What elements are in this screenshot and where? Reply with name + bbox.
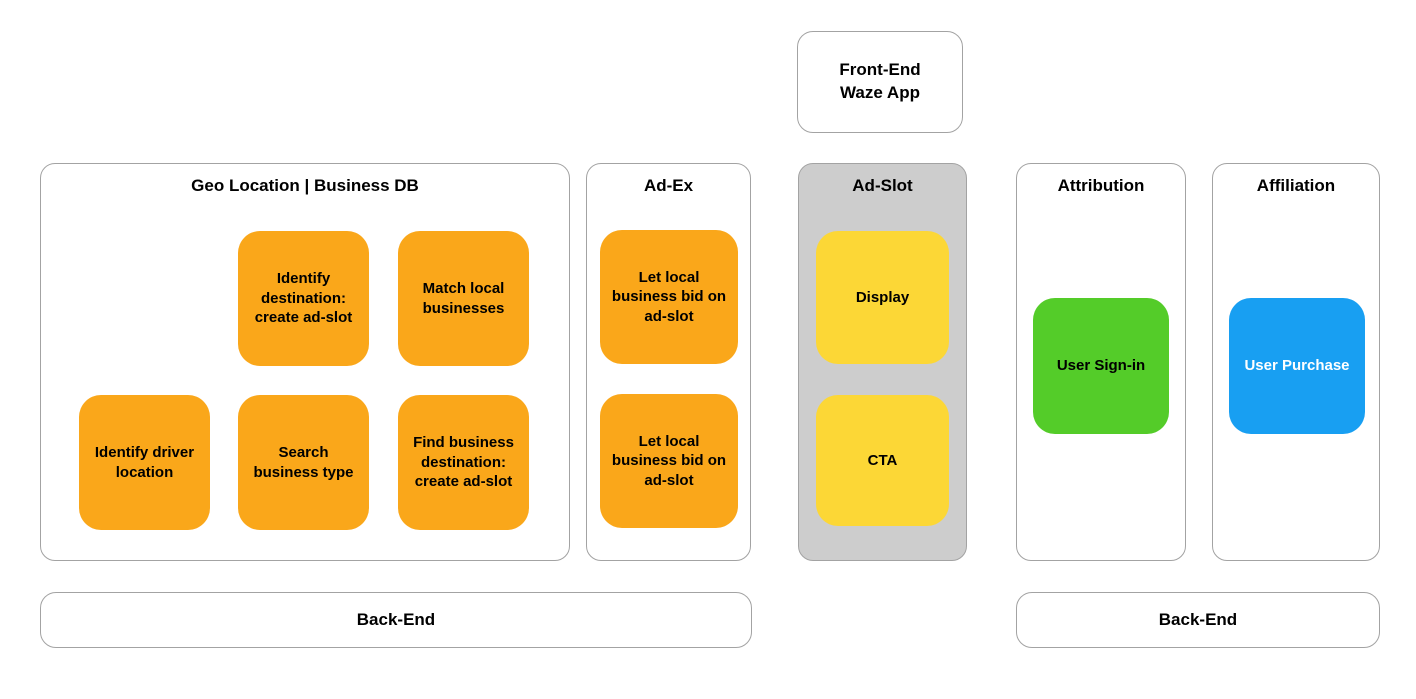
node-identify-driver-location: Identify driver location: [79, 395, 210, 530]
panel-affiliation-title: Affiliation: [1256, 176, 1336, 195]
node-let-local-business-bid-on-ad-slot-1: Let local business bid on ad-slot: [600, 230, 738, 364]
backend-bar-left: Back-End: [40, 592, 752, 648]
node-cta: CTA: [816, 395, 949, 526]
node-match-local-businesses: Match local businesses: [398, 231, 529, 366]
node-find-business-destination-create-ad-slot: Find business destination: create ad-slo…: [398, 395, 529, 530]
front-end-waze-app-node: Front-End Waze App: [797, 31, 963, 133]
panel-geo-title: Geo Location | Business DB: [191, 176, 419, 195]
node-display: Display: [816, 231, 949, 364]
panel-ad-slot-title: Ad-Slot: [852, 176, 913, 195]
node-user-sign-in: User Sign-in: [1033, 298, 1169, 434]
panel-attribution: Attribution User Sign-in: [1016, 163, 1186, 561]
panel-affiliation: Affiliation User Purchase: [1212, 163, 1380, 561]
node-user-purchase: User Purchase: [1229, 298, 1365, 434]
node-search-business-type: Search business type: [238, 395, 369, 530]
panel-ad-ex-title: Ad-Ex: [643, 176, 694, 195]
panel-attribution-title: Attribution: [1057, 176, 1145, 195]
panel-ad-ex: Ad-Ex Let local business bid on ad-slot …: [586, 163, 751, 561]
backend-bar-right: Back-End: [1016, 592, 1380, 648]
node-identify-destination-create-ad-slot: Identify destination: create ad-slot: [238, 231, 369, 366]
node-let-local-business-bid-on-ad-slot-2: Let local business bid on ad-slot: [600, 394, 738, 528]
panel-geo-location-business-db: Geo Location | Business DB Identify dest…: [40, 163, 570, 561]
panel-ad-slot: Ad-Slot Display CTA: [798, 163, 967, 561]
